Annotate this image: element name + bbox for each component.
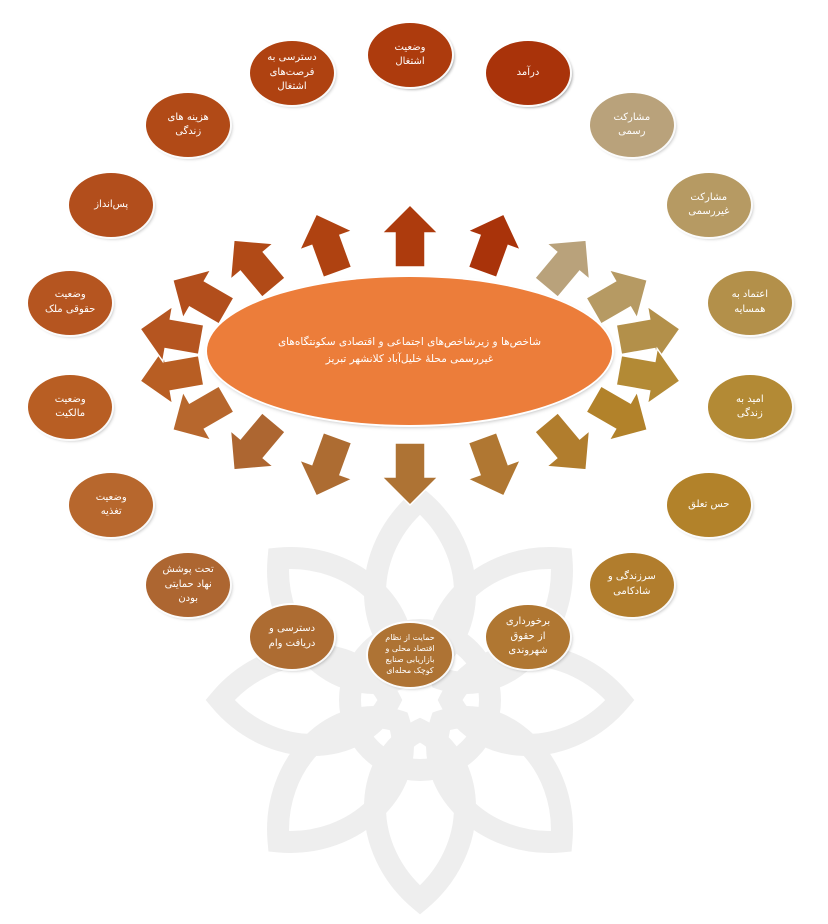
- arrow-legal-status: [139, 304, 205, 364]
- node-citizen-rights: برخورداری از حقوق شهروندی: [486, 604, 570, 669]
- node-vitality: سرزندگی و شادکامی: [589, 552, 674, 617]
- node-local-economy: حمایت از نظام اقتصاد محلی و بازاریابی صن…: [368, 623, 452, 687]
- node-ownership: وضعیت مالکیت: [28, 375, 113, 440]
- arrow-living-costs: [229, 239, 287, 299]
- arrow-local-economy: [380, 442, 440, 507]
- arrow-vitality: [533, 411, 591, 471]
- arrow-informal-participation: [585, 268, 649, 326]
- rosette-petal: [267, 547, 414, 694]
- node-neighbor-trust: اعتماد به همسایه: [707, 270, 792, 335]
- node-living-costs: هزینه های زندگی: [146, 93, 231, 158]
- arrow-life-hope: [615, 346, 681, 406]
- arrow-belonging: [585, 384, 649, 442]
- rosette-petal: [364, 717, 476, 915]
- node-support-coverage: تحت پوشش نهاد حمایتی بودن: [146, 552, 231, 617]
- rosette-petal: [205, 644, 403, 756]
- arrow-job-access: [298, 213, 355, 279]
- node-life-hope: امید به زندگی: [707, 375, 792, 440]
- arrow-loan-access: [298, 431, 355, 497]
- node-income: درآمد: [486, 41, 570, 106]
- node-nutrition: وضعیت تغذیه: [69, 473, 154, 537]
- rosette-petal: [364, 485, 476, 683]
- center-ellipse: شاخص‌ها و زیرشاخص‌های اجتماعی و اقتصادی …: [207, 277, 612, 425]
- node-job-access: دسترسی به فرصت‌های اشتغال: [250, 41, 334, 106]
- arrow-nutrition: [171, 384, 235, 442]
- arrow-employment: [380, 203, 440, 268]
- node-employment: وضعیت اشتغال: [368, 23, 452, 87]
- node-loan-access: دسترسی و دریافت وام: [250, 604, 334, 669]
- node-legal-status: وضعیت حقوقی ملک: [28, 270, 113, 335]
- node-belonging: حس تعلق: [666, 473, 751, 537]
- node-formal-participation: مشارکت رسمی: [589, 93, 674, 158]
- rosette-petal: [267, 706, 414, 853]
- rosette-petal: [426, 547, 573, 694]
- rosette-petal: [437, 644, 635, 756]
- arrow-savings: [171, 268, 235, 326]
- arrow-formal-participation: [533, 239, 591, 299]
- node-informal-participation: مشارکت غیررسمی: [666, 173, 751, 237]
- arrow-citizen-rights: [465, 431, 522, 497]
- arrow-support-coverage: [229, 411, 287, 471]
- rosette-shape: [205, 485, 635, 915]
- rosette-petal: [426, 706, 573, 853]
- arrow-ownership: [139, 346, 205, 406]
- arrow-neighbor-trust: [615, 304, 681, 364]
- node-savings: پس‌انداز: [69, 173, 154, 237]
- arrow-income: [465, 213, 522, 279]
